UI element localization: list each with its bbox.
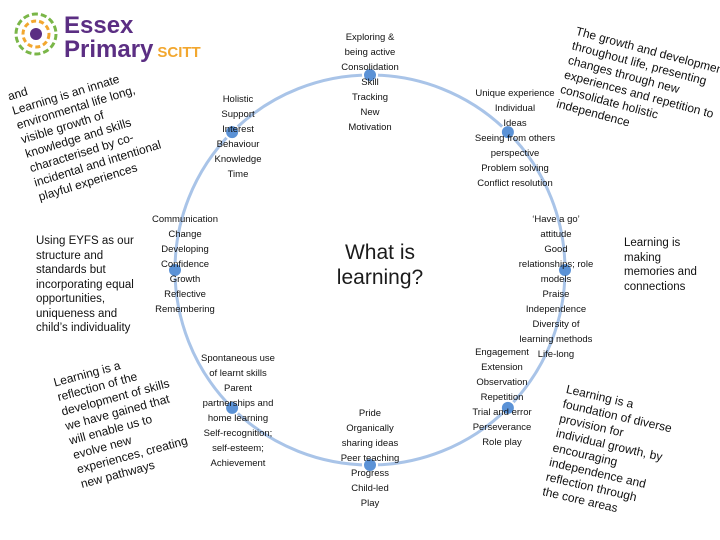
ring-node: [362, 67, 378, 83]
text-line: Pride: [358, 408, 382, 419]
text-line: Extension: [481, 362, 523, 373]
text-line: relationships; role: [518, 259, 594, 270]
text-line: structure and: [36, 249, 104, 262]
text-line: Spontaneous use: [201, 353, 275, 364]
text-line: Unique experience: [475, 88, 555, 99]
text-line: New: [360, 107, 380, 118]
ring-node: [224, 124, 241, 141]
text-line: Organically: [346, 423, 394, 434]
text-line: Confidence: [160, 259, 210, 270]
ring-node: [499, 399, 516, 416]
text-line: Consolidation: [341, 62, 399, 73]
text-line: perspective: [490, 148, 540, 159]
ring-nodes: [167, 67, 573, 473]
text-line: Repetition: [480, 392, 524, 403]
text-line: Play: [360, 498, 380, 509]
text-line: Conflict resolution: [477, 178, 553, 189]
text-line: Parent: [224, 383, 252, 394]
text-line: Exploring &: [345, 32, 395, 43]
ring-node: [167, 262, 183, 278]
text-line: Problem solving: [481, 163, 549, 174]
text-line: partnerships and: [202, 398, 274, 409]
text-line: Growth: [169, 274, 201, 285]
ring-node: [224, 399, 241, 416]
center-line-1: What is: [344, 241, 415, 264]
text-line: Achievement: [210, 458, 266, 469]
text-line: being active: [344, 47, 396, 58]
eyfs-statement: Using EYFS as our structure and standards …: [36, 234, 154, 336]
text-line: self-esteem;: [212, 443, 264, 454]
center-title: What is learning?: [320, 240, 440, 290]
text-line: of learnt skills: [209, 368, 267, 379]
text-line: Peer teaching: [340, 453, 400, 464]
logo-primary: Primary: [64, 36, 154, 63]
text-line: Role play: [482, 437, 522, 448]
text-line: ‘Have a go’: [532, 214, 580, 225]
text-line: Developing: [161, 244, 209, 255]
text-line: Using EYFS as our: [36, 235, 134, 247]
essex-logo-icon: [14, 12, 58, 56]
center-line-2: learning?: [336, 266, 424, 289]
making-memories-statement: Learning is making memories and connection…: [624, 236, 718, 294]
text-line: child’s individuality: [36, 322, 131, 334]
text-line: Engagement: [475, 347, 529, 358]
text-line: Perseverance: [472, 422, 532, 433]
text-line: Self-recognition;: [203, 428, 273, 439]
text-line: Reflective: [164, 289, 206, 300]
text-line: opportunities,: [36, 293, 106, 305]
text-line: Motivation: [348, 122, 392, 133]
text-line: Communication: [152, 214, 218, 225]
text-line: Time: [227, 169, 249, 180]
text-line: Seeing from others: [474, 133, 556, 144]
text-line: Child-led: [351, 483, 389, 494]
ring-node: [499, 124, 516, 141]
text-line: Change: [168, 229, 202, 240]
text-line: models: [540, 274, 572, 285]
text-line: Tracking: [351, 92, 389, 103]
text-line: Trial and error: [472, 407, 532, 418]
text-line: Praise: [542, 289, 570, 300]
text-line: connections: [624, 280, 686, 293]
text-line: attitude: [540, 229, 572, 240]
text-line: home learning: [207, 413, 269, 424]
text-line: learning methods: [519, 334, 593, 345]
text-line: Interest: [222, 124, 254, 135]
text-line: Remembering: [155, 304, 215, 315]
text-line: Behaviour: [216, 139, 260, 150]
text-line: Observation: [476, 377, 528, 388]
text-line: sharing ideas: [341, 438, 399, 449]
text-line: Skill: [361, 77, 379, 88]
logo-scitt: SCITT: [157, 44, 201, 61]
text-line: uniqueness and: [36, 307, 118, 320]
text-line: Good: [544, 244, 568, 255]
logo-line-1: Essex: [64, 12, 134, 39]
text-line: Holistic: [222, 94, 254, 105]
text-line: Support: [221, 109, 255, 120]
text-line: Knowledge: [214, 154, 262, 165]
text-line: Independence: [525, 304, 587, 315]
text-line: Diversity of: [532, 319, 580, 330]
ring-node: [362, 457, 378, 473]
text-line: Progress: [350, 468, 389, 479]
text-line: Learning is making: [624, 237, 681, 264]
text-line: Ideas: [503, 118, 527, 129]
ring-node: [557, 262, 573, 278]
text-line: Life-long: [537, 349, 575, 360]
text-line: standards but: [36, 264, 106, 276]
text-line: incorporating equal: [36, 278, 134, 291]
text-line: Individual: [494, 103, 536, 114]
text-line: memories and: [624, 266, 697, 278]
